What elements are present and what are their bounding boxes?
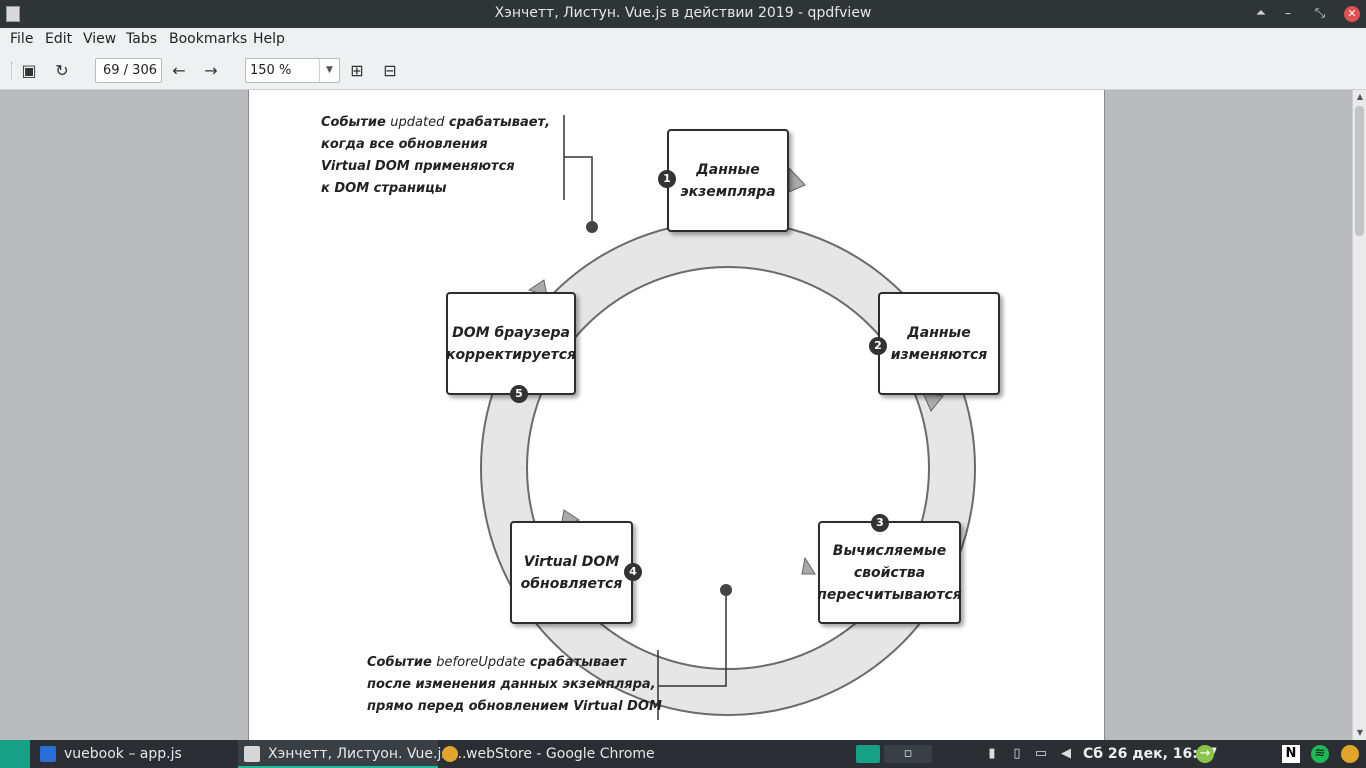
zoom-select[interactable]: 150 % ▼ xyxy=(245,58,340,83)
updated-hook-dot xyxy=(586,221,598,233)
step-badge-5: 5 xyxy=(510,385,528,403)
diagram-box-virtual-dom: Virtual DOM обновляется xyxy=(510,521,633,624)
qpdfview-icon xyxy=(244,746,260,762)
minimize-icon[interactable]: – xyxy=(1284,6,1292,21)
annot-top-l1a: Событие xyxy=(321,115,391,130)
box-5-line-2: корректируется xyxy=(445,346,577,363)
annotation-updated: Событие updated срабатывает, когда все о… xyxy=(321,112,550,200)
chrome-tray-icon[interactable] xyxy=(1341,745,1359,763)
taskbar-item-vuebook[interactable]: vuebook – app.js xyxy=(40,740,230,768)
pdf-page: Данные экземпляра 1 Данные изменяются 2 Вы… xyxy=(248,90,1105,740)
diagram-box-computed: Вычисляемые свойства пересчитываются xyxy=(817,521,962,624)
annot-bottom-keyword: beforeUpdate xyxy=(436,655,526,670)
scroll-up-icon[interactable]: ▲ xyxy=(1356,92,1364,101)
annot-top-l2: когда все обновления xyxy=(321,137,488,152)
notion-icon[interactable]: N xyxy=(1282,745,1300,763)
cycle-ring xyxy=(482,222,974,714)
zoom-value: 150 % xyxy=(250,63,292,78)
diagram-box-browser-dom: DOM браузера корректируется xyxy=(446,292,576,395)
menu-bookmarks[interactable]: Bookmarks xyxy=(169,31,248,47)
ring-arrow-1 xyxy=(788,166,806,193)
box-3-line-3: пересчитываются xyxy=(817,586,962,603)
menu-view[interactable]: View xyxy=(83,31,117,47)
annot-top-keyword: updated xyxy=(390,115,445,130)
taskbar-item-label: Хэнчетт, Листуон. Vue.js ... xyxy=(268,746,467,762)
step-badge-4: 4 xyxy=(624,563,642,581)
box-2-line-2: изменяются xyxy=(890,346,988,363)
restore-icon[interactable]: ⤡ xyxy=(1314,6,1326,21)
app-icon xyxy=(6,6,20,22)
webstorm-icon xyxy=(40,746,56,762)
vertical-scrollbar[interactable]: ▲ ▼ xyxy=(1352,90,1366,740)
box-2-line-1: Данные xyxy=(907,324,971,341)
document-area[interactable]: Данные экземпляра 1 Данные изменяются 2 Вы… xyxy=(0,90,1352,740)
annot-bottom-l2: после изменения данных экземпляра, xyxy=(367,677,656,692)
menu-help[interactable]: Help xyxy=(253,31,285,47)
window-title: Хэнчетт, Листун. Vue.js в действии 2019 … xyxy=(494,5,872,21)
terminal-icon[interactable]: ▮ xyxy=(988,746,996,761)
toolbar-handle xyxy=(11,62,14,80)
box-3-line-1: Вычисляемые xyxy=(832,542,947,559)
step-badge-1: 1 xyxy=(658,170,676,188)
step-badge-3: 3 xyxy=(871,514,889,532)
taskbar-item-qpdfview[interactable]: Хэнчетт, Листуон. Vue.js ... xyxy=(238,740,466,768)
update-icon[interactable]: → xyxy=(1196,745,1214,763)
open-file-icon[interactable]: ▣ xyxy=(21,61,37,80)
page-number-input[interactable]: 69 / 306 xyxy=(95,58,162,83)
diagram-box-data-changes: Данные изменяются xyxy=(878,292,1000,395)
zoom-out-icon[interactable]: ⊟ xyxy=(383,61,397,80)
title-bar: Хэнчетт, Листун. Vue.js в действии 2019 … xyxy=(0,0,1366,28)
box-4-line-1: Virtual DOM xyxy=(523,553,620,570)
taskbar: vuebook – app.js Хэнчетт, Листуон. Vue.j… xyxy=(0,740,1366,768)
menu-tabs[interactable]: Tabs xyxy=(126,31,157,47)
clipboard-icon[interactable]: ▯ xyxy=(1013,746,1021,761)
volume-icon[interactable]: ◀ xyxy=(1061,746,1071,761)
box-1-line-2: экземпляра xyxy=(680,183,776,200)
scrollbar-thumb[interactable] xyxy=(1355,106,1364,236)
cycle-diagram xyxy=(480,115,976,720)
display-icon[interactable]: ▭ xyxy=(1034,746,1048,761)
annot-top-l4: к DOM страницы xyxy=(321,181,447,196)
next-page-icon[interactable]: → xyxy=(204,61,218,80)
before-update-hook-dot xyxy=(720,584,732,596)
menu-bar: File Edit View Tabs Bookmarks Help xyxy=(0,28,1366,52)
annotation-before-update: Событие beforeUpdate срабатывает после и… xyxy=(367,652,662,718)
desktop-1-icon[interactable] xyxy=(856,745,880,763)
chrome-icon xyxy=(442,746,458,762)
annot-bottom-l1a: Событие xyxy=(367,655,437,670)
annot-top-l3: Virtual DOM применяются xyxy=(321,159,515,174)
annot-bottom-l3: прямо перед обновлением Virtual DOM xyxy=(367,699,662,714)
zoom-in-icon[interactable]: ⊞ xyxy=(350,61,364,80)
menu-file[interactable]: File xyxy=(10,31,34,47)
ring-arrow-3 xyxy=(801,556,816,575)
toolbar: ▣ ↻ 69 / 306 ← → 150 % ▼ ⊞ ⊟ xyxy=(0,52,1366,90)
diagram-box-instance-data: Данные экземпляра xyxy=(667,129,789,232)
scroll-down-icon[interactable]: ▼ xyxy=(1356,728,1364,737)
box-1-line-1: Данные xyxy=(696,161,760,178)
close-icon[interactable]: ✕ xyxy=(1344,6,1360,22)
box-3-line-2: свойства xyxy=(853,564,926,581)
previous-page-icon[interactable]: ← xyxy=(172,61,186,80)
chevron-down-icon[interactable]: ▼ xyxy=(319,59,339,82)
taskbar-item-chrome[interactable]: webStore - Google Chrome xyxy=(442,740,655,768)
clock[interactable]: Сб 26 дек, 16:27 xyxy=(1083,746,1218,762)
step-badge-2: 2 xyxy=(869,337,887,355)
desktop-2-icon[interactable]: ▫ xyxy=(884,745,932,763)
start-menu-icon[interactable] xyxy=(0,740,30,768)
spotify-icon[interactable]: ≋ xyxy=(1311,745,1329,763)
annot-bottom-l1b: срабатывает xyxy=(525,655,627,670)
box-5-line-1: DOM браузера xyxy=(452,324,570,341)
annot-top-l1b: срабатывает, xyxy=(444,115,551,130)
box-4-line-2: обновляется xyxy=(520,575,623,592)
taskbar-item-label: vuebook – app.js xyxy=(64,746,182,762)
taskbar-item-label: webStore - Google Chrome xyxy=(466,746,655,762)
keep-above-icon[interactable]: ⏶ xyxy=(1255,6,1267,21)
refresh-icon[interactable]: ↻ xyxy=(55,61,69,80)
menu-edit[interactable]: Edit xyxy=(45,31,73,47)
